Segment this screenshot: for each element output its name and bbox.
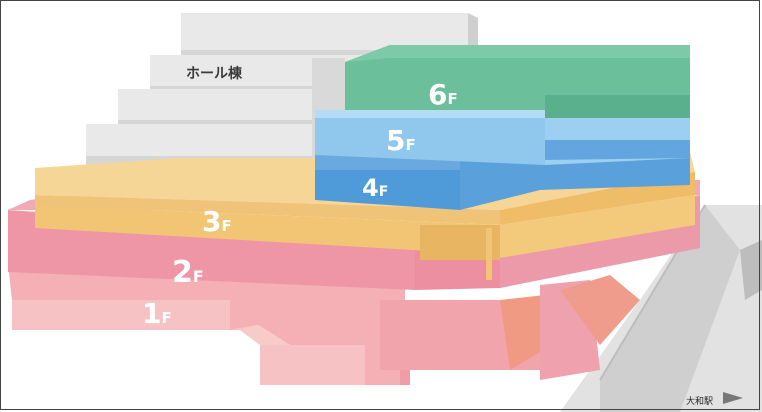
floor-number-1: 1 [142,297,161,330]
floor-label-3: 3F [202,205,232,238]
station-ramp: 大和駅 [560,204,762,412]
svg-text:4F: 4F [362,174,388,202]
floor-number-5: 5 [386,124,405,157]
floor-number-6: 6 [428,78,447,111]
floor-suffix-3: F [221,217,231,235]
floor-5 [315,110,690,165]
svg-text:2F: 2F [172,255,204,290]
floor-label-2: 2F [172,255,204,290]
floor-suffix-4: F [379,184,389,200]
svg-text:5F: 5F [386,124,416,157]
floor-label-5: 5F [386,124,416,157]
floor-label-4: 4F [362,174,388,202]
floor-number-4: 4 [362,174,379,202]
svg-text:6F: 6F [428,78,458,111]
floor-suffix-1: F [161,309,171,327]
floor-number-3: 3 [202,205,221,238]
floor-6 [345,45,690,118]
svg-text:1F: 1F [142,297,172,330]
station-arrow-icon [723,392,743,404]
svg-text:3F: 3F [202,205,232,238]
hall-label: ホール棟 [186,65,243,82]
floor-label-1: 1F [142,297,172,330]
floor-suffix-5: F [405,136,415,154]
floor-number-2: 2 [172,255,193,290]
station-label: 大和駅 [686,395,713,407]
floor-suffix-2: F [193,267,204,286]
floor-suffix-6: F [447,90,457,108]
floor-label-6: 6F [428,78,458,111]
